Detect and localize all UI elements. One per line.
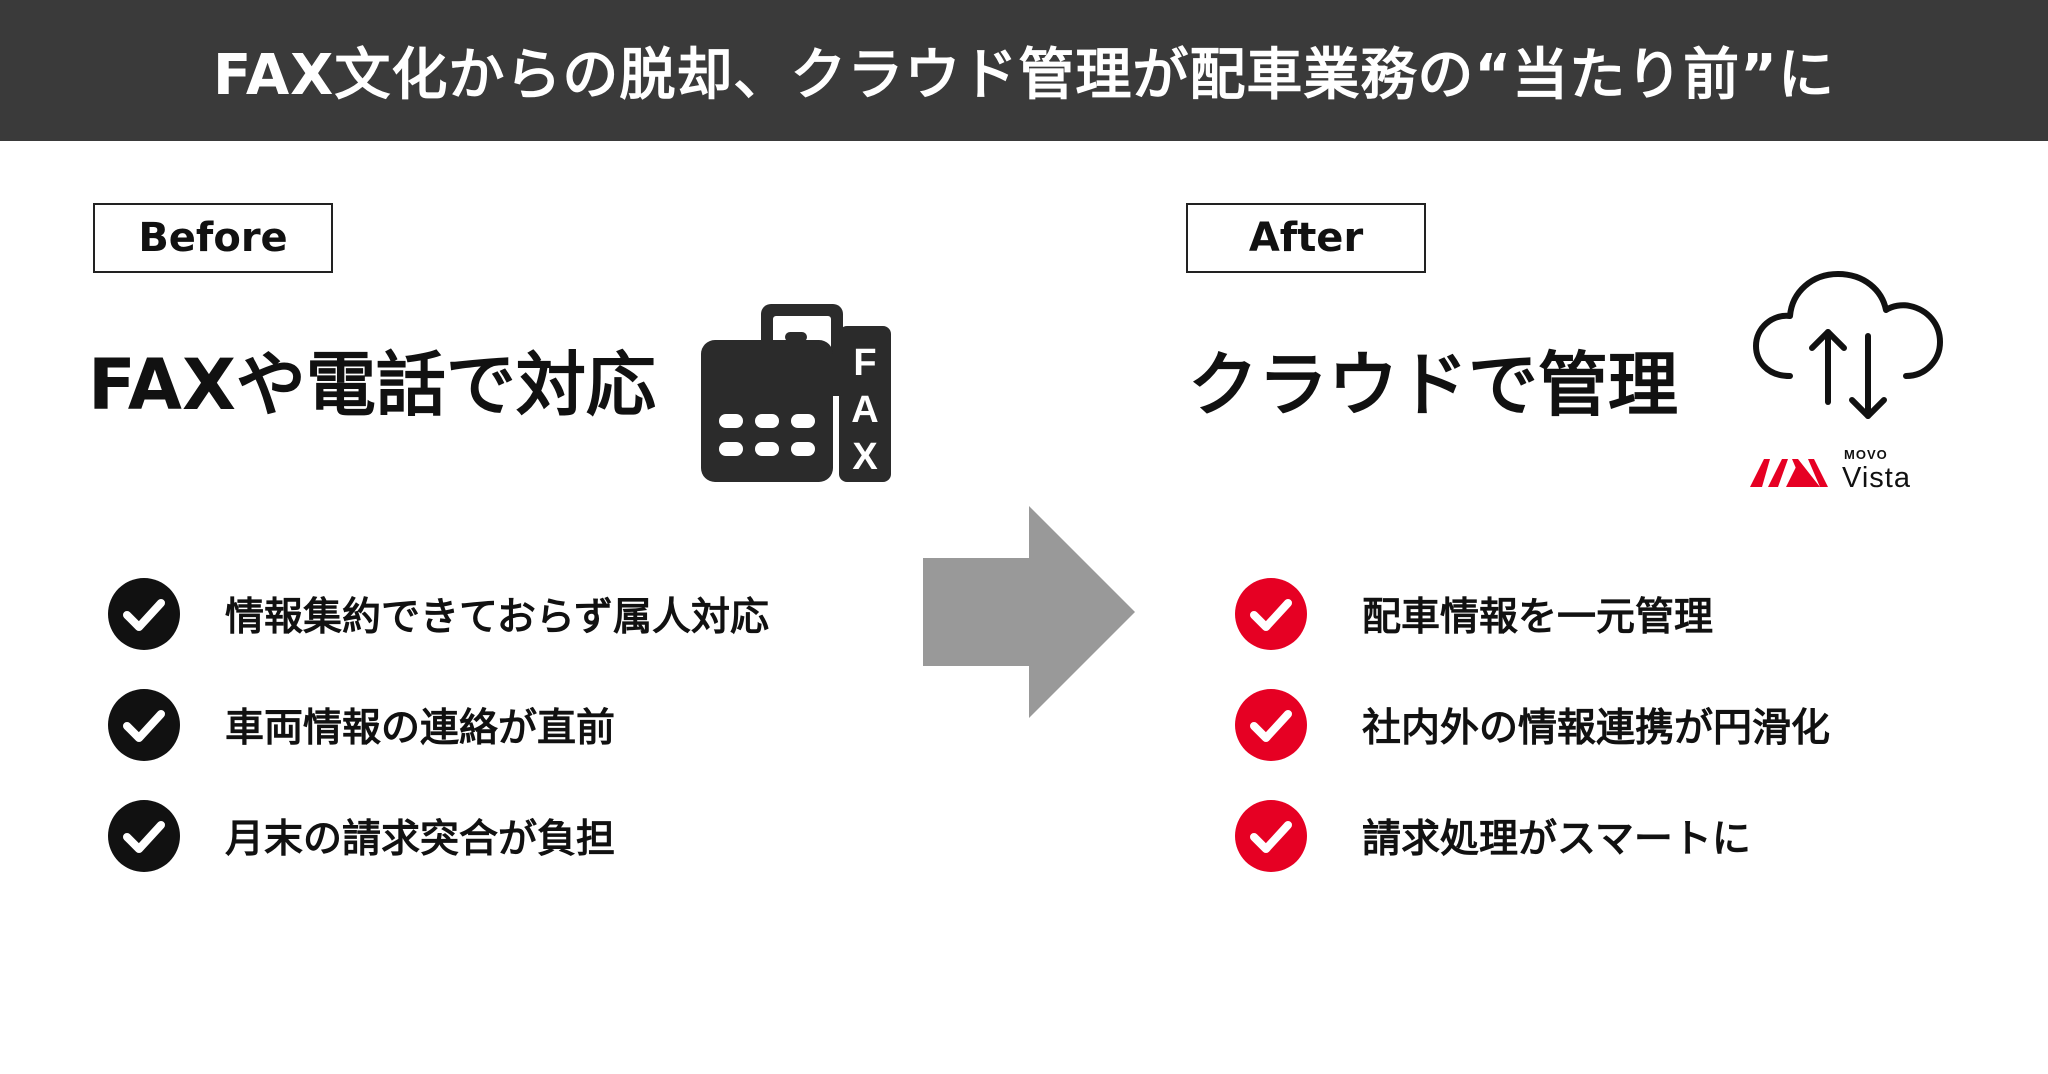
after-tag: After (1186, 203, 1426, 273)
fax-letter-x: X (852, 436, 878, 478)
before-item-label: 月末の請求突合が負担 (225, 817, 616, 862)
after-heading: クラウドで管理 (1188, 344, 1678, 426)
check-circle-icon (1235, 578, 1307, 650)
logo-large-text: Vista (1842, 462, 1911, 494)
check-circle-icon (108, 578, 180, 650)
after-list-item: 請求処理がスマートに (1235, 800, 1751, 872)
fax-machine-icon: F A X (701, 304, 891, 482)
logo-small-text: MOVO (1844, 447, 1888, 462)
after-item-label: 請求処理がスマートに (1362, 817, 1751, 862)
page-title: FAX文化からの脱却、クラウド管理が配車業務の“当たり前”に (213, 43, 1835, 108)
before-list-item: 月末の請求突合が負担 (108, 800, 615, 872)
before-item-label: 車両情報の連絡が直前 (225, 706, 616, 751)
fax-letter-a: A (851, 389, 878, 431)
before-list-item: 情報集約できておらず属人対応 (108, 578, 769, 650)
cloud-sync-icon (1753, 271, 1943, 419)
right-arrow-icon (923, 506, 1135, 718)
check-circle-icon (1235, 800, 1307, 872)
check-circle-icon (108, 689, 180, 761)
before-tag: Before (93, 203, 333, 273)
after-item-label: 配車情報を一元管理 (1362, 595, 1714, 640)
movo-logo-mark-icon (1750, 459, 1828, 487)
check-circle-icon (1235, 689, 1307, 761)
after-list-item: 配車情報を一元管理 (1235, 578, 1713, 650)
check-circle-icon (108, 800, 180, 872)
title-bar: FAX文化からの脱却、クラウド管理が配車業務の“当たり前”に (0, 0, 2048, 141)
before-heading: FAXや電話で対応 (88, 344, 656, 426)
movo-vista-logo: MOVO Vista (1750, 447, 1911, 494)
after-item-label: 社内外の情報連携が円滑化 (1362, 706, 1831, 751)
after-list-item: 社内外の情報連携が円滑化 (1235, 689, 1830, 761)
before-list-item: 車両情報の連絡が直前 (108, 689, 615, 761)
before-item-label: 情報集約できておらず属人対応 (225, 595, 770, 640)
fax-letter-f: F (853, 342, 876, 384)
